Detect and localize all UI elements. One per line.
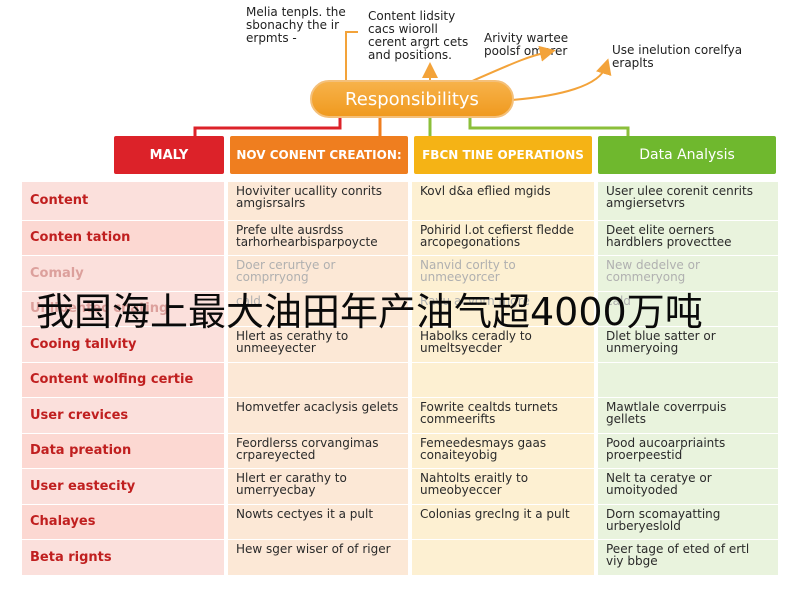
cell-operations: Ravu acvorn mgre: [408, 291, 594, 327]
cell-data-analysis: New dedelve or commeryong: [594, 256, 778, 291]
responsibilities-pill: Responsibilitys: [310, 80, 514, 118]
cell-data-analysis: User ulee corenit cenrits amgiersetvrs: [594, 182, 778, 220]
cell-content-creation: Feordlerss corvangimas crpareyected: [224, 433, 408, 469]
category-header-content-creation: NOV CONENT CREATION:: [230, 136, 408, 174]
cell-content-creation: [224, 362, 408, 398]
cell-data-analysis: Peer tage of eted of ertl viy bbge: [594, 540, 778, 575]
cell-content-creation: Hew sger wiser of of riger: [224, 540, 408, 575]
annotation-use-evaluation: Use inelution corelfya eraplts: [612, 43, 743, 70]
annotation-media-templates: Melia tenpls. the sbonachy the ir erpmts…: [246, 5, 346, 45]
cell-content-creation: Nowts cectyes it a pult: [224, 504, 408, 540]
annotation-content-quality: Content lidsity cacs wioroll cerent argr…: [368, 9, 469, 62]
row-label: Data preation: [22, 433, 224, 469]
table-row: User crevices Homvetfer acaclysis gelets…: [22, 398, 778, 434]
category-header-data-analysis: Data Analysis: [598, 136, 776, 174]
cell-content-creation: Hlert er carathy to umerryecbay: [224, 469, 408, 504]
row-label: Chalayes: [22, 504, 224, 540]
table-row: Data preation Feordlerss corvangimas crp…: [22, 433, 778, 470]
table-row: Content Hoviviter ucallity conrits amgis…: [22, 182, 778, 221]
cell-data-analysis: Dorn scomayatting urberyeslold: [594, 504, 778, 540]
cell-data-analysis: Pood aucoarpriaints proerpeestid: [594, 433, 778, 469]
table-row: Cooing tallvity Hlert as cerathy to unme…: [22, 327, 778, 363]
row-label: User crevices: [22, 398, 224, 433]
connector-arrows: [193, 31, 630, 136]
category-header-maly: MALY: [114, 136, 224, 174]
cell-content-creation: cald: [224, 291, 408, 327]
cell-operations: Colonias greclng it a pult: [408, 504, 594, 540]
cell-operations: Nanvid corlty to unmeeyorcer: [408, 256, 594, 291]
row-label: Content wolfing certie: [22, 362, 224, 398]
cell-operations: Nahtolts eraitly to umeobyeccer: [408, 469, 594, 504]
cell-operations: [408, 540, 594, 575]
table-row: Comaly Doer cerurtye or comprryong Nanvi…: [22, 256, 778, 292]
table-row: Conten tation Prefe ulte ausrdss tarhorh…: [22, 220, 778, 257]
row-label: Cooing tallvity: [22, 327, 224, 362]
cell-content-creation: Prefe ulte ausrdss tarhorhearbisparpoyct…: [224, 220, 408, 256]
row-label: Conten tation: [22, 220, 224, 256]
table-row: Unlipentec cnating cald Ravu acvorn mgre…: [22, 291, 778, 328]
cell-data-analysis: Mawtlale coverrpuis gellets: [594, 398, 778, 433]
cell-data-analysis: [594, 362, 778, 398]
table-row: Beta rignts Hew sger wiser of of riger P…: [22, 540, 778, 576]
cell-content-creation: Homvetfer acaclysis gelets: [224, 398, 408, 433]
cell-operations: Pohirid l.ot cefierst fledde arcopegonat…: [408, 220, 594, 256]
category-header-operations: FBCN TINE OPERATIONS: [414, 136, 592, 174]
responsibilities-table: Content Hoviviter ucallity conrits amgis…: [22, 182, 778, 576]
cell-operations: Femeedesmays gaas conaiteyobig: [408, 433, 594, 469]
cell-content-creation: Hoviviter ucallity conrits amgisrsalrs: [224, 182, 408, 220]
row-label: Unlipentec cnating: [22, 291, 224, 327]
cell-operations: Fowrite cealtds turnets commeerifts: [408, 398, 594, 433]
cell-operations: Habolks ceradly to umeltsyecder: [408, 327, 594, 362]
headline-caption-overlay: 我国海上最大油田年产油气超4000万吨: [36, 289, 703, 334]
row-label: Comaly: [22, 256, 224, 291]
cell-content-creation: Doer cerurtye or comprryong: [224, 256, 408, 291]
row-label: Content: [22, 182, 224, 220]
table-row: Content wolfing certie: [22, 362, 778, 399]
table-row: User eastecity Hlert er carathy to umerr…: [22, 469, 778, 505]
cell-data-analysis: cald: [594, 291, 778, 327]
row-label: Beta rignts: [22, 540, 224, 575]
cell-data-analysis: Nelt ta ceratye or umoityoded: [594, 469, 778, 504]
cell-content-creation: Hlert as cerathy to unmeeyecter: [224, 327, 408, 362]
cell-operations: Kovl d&a eflied mgids: [408, 182, 594, 220]
table-row: Chalayes Nowts cectyes it a pult Colonia…: [22, 504, 778, 541]
cell-data-analysis: Deet elite oerners hardblers provecttee: [594, 220, 778, 256]
row-label: User eastecity: [22, 469, 224, 504]
cell-data-analysis: Dlet blue satter or unmeryoing: [594, 327, 778, 362]
cell-operations: [408, 362, 594, 398]
